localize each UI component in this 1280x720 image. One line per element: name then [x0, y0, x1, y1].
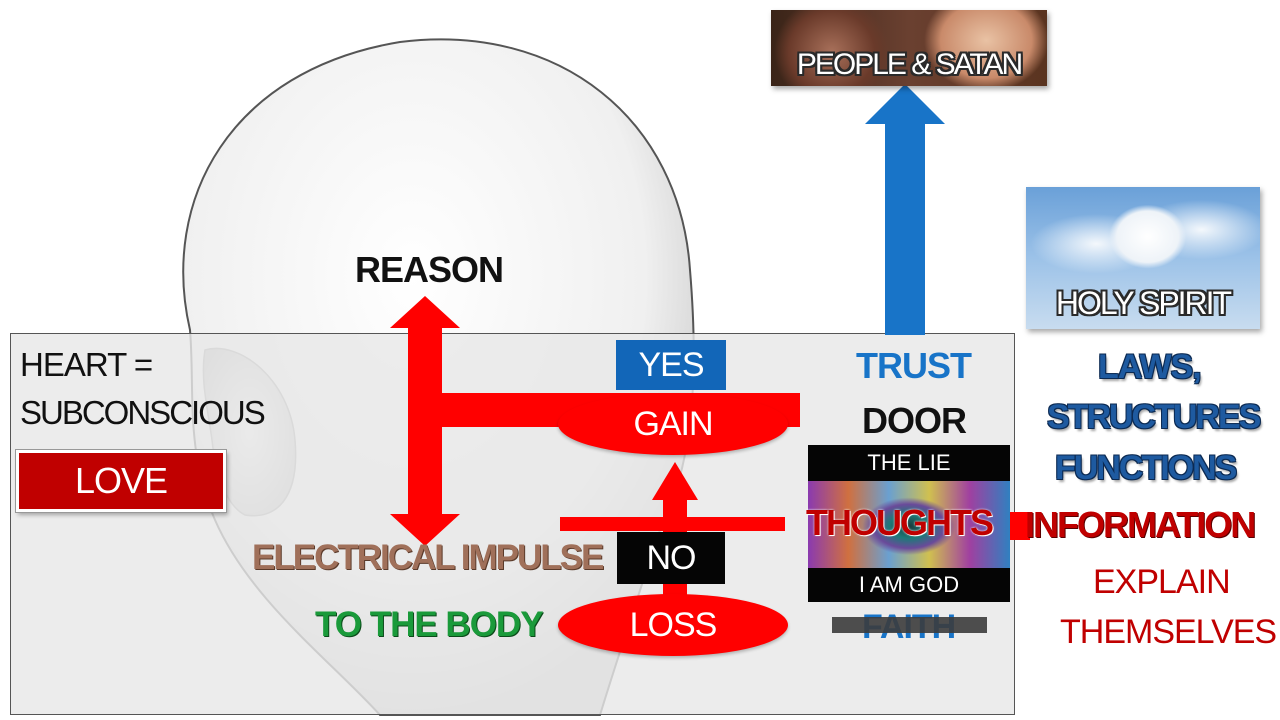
information-label: INFORMATION — [1025, 504, 1256, 545]
door-label: DOOR — [862, 400, 967, 441]
thoughts-bar — [560, 517, 785, 531]
gain-label: GAIN — [633, 405, 713, 443]
love-badge: LOVE — [16, 450, 226, 512]
trust-arrow-head — [865, 84, 945, 124]
faith-strike — [832, 617, 987, 633]
reason-arrow — [390, 296, 460, 398]
no-label: NO — [646, 539, 697, 577]
trust-label: TRUST — [856, 345, 972, 386]
trust-shaft — [885, 120, 925, 335]
down-arrow-head — [390, 514, 460, 546]
structures-label: STRUCTURES — [1047, 398, 1261, 436]
explain-label: EXPLAIN — [1093, 563, 1231, 601]
thoughts-label: THOUGHTS — [806, 502, 994, 543]
people-satan-photo: PEOPLE & SATAN — [771, 10, 1047, 86]
down-connector — [408, 398, 442, 516]
yes-box: YES — [616, 340, 726, 390]
yes-label: YES — [638, 346, 704, 384]
no-box: NO — [617, 532, 725, 584]
loss-gain-arrow-head — [652, 462, 698, 500]
people-satan-label: PEOPLE & SATAN — [796, 48, 1023, 81]
loss-label: LOSS — [629, 606, 718, 644]
gain-oval: GAIN — [558, 393, 788, 455]
laws-label: LAWS, — [1098, 348, 1202, 386]
functions-label: FUNCTIONS — [1055, 449, 1237, 487]
i-am-god-box: I AM GOD — [808, 568, 1010, 602]
holy-spirit-photo: HOLY SPIRIT — [1026, 187, 1260, 329]
loss-oval: LOSS — [558, 594, 788, 656]
reason-label: REASON — [355, 249, 504, 290]
holy-spirit-label: HOLY SPIRIT — [1055, 285, 1232, 321]
subconscious-label: SUBCONSCIOUS — [20, 394, 266, 431]
electrical-impulse-label: ELECTRICAL IMPULSE — [252, 538, 604, 577]
love-label: LOVE — [74, 460, 168, 501]
eye-image — [808, 481, 1010, 568]
to-the-body-label: TO THE BODY — [315, 605, 544, 644]
the-lie-label: THE LIE — [867, 450, 951, 475]
the-lie-box: THE LIE — [808, 445, 1010, 481]
heart-label: HEART = — [20, 346, 153, 383]
i-am-god-label: I AM GOD — [858, 572, 960, 597]
themselves-label: THEMSELVES — [1060, 613, 1277, 651]
